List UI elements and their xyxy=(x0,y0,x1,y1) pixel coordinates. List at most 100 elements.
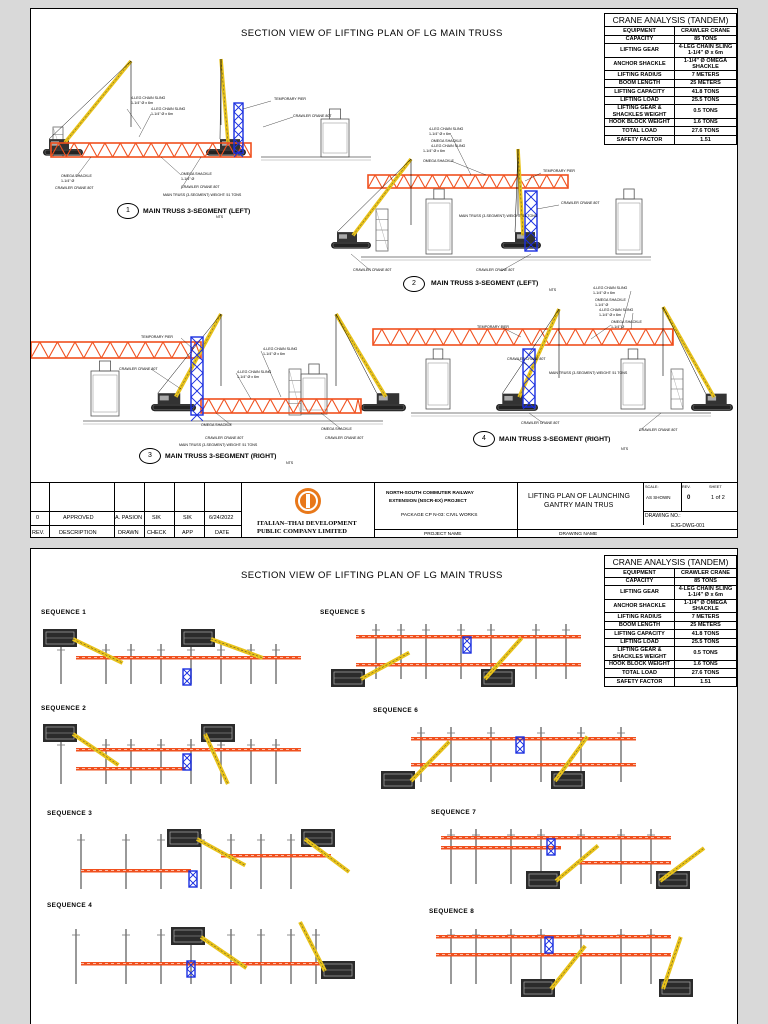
support-tower xyxy=(670,368,684,410)
drawing-no-value: EJG-DWG-001 xyxy=(671,523,705,529)
lifting-sequence-drawing xyxy=(43,624,706,997)
header-drawn: DRAWN xyxy=(118,530,139,536)
crane-table-caption: CRANE ANALYSIS (TANDEM) xyxy=(604,13,737,26)
sequence-label: SEQUENCE 4 xyxy=(47,902,93,909)
label-main-truss: MAIN TRUSS (3-SEGMENT) WEIGHT: 51 TONS xyxy=(549,371,628,375)
crane-table-value: 0.5 TONS xyxy=(674,646,737,661)
crawler-crane xyxy=(521,944,587,997)
leader-line xyxy=(630,312,634,330)
caption-number: 3 xyxy=(139,448,161,464)
leader-line xyxy=(350,253,372,272)
crane-table-value: 25.5 TONS xyxy=(674,637,737,648)
scale-value: AS SHOWN xyxy=(646,495,671,500)
leader-line xyxy=(638,412,662,432)
label-nts: NTS xyxy=(549,288,557,292)
drawing-no-label: DRAWING NO.: xyxy=(645,513,681,519)
leader-line xyxy=(500,326,522,338)
crane-table-value: 1.51 xyxy=(674,676,737,687)
crane-table-parameter: LIFTING RADIUS xyxy=(604,70,675,80)
crane-table-parameter: HOOK BLOCK WEIGHT xyxy=(604,117,675,128)
label-omega-shackle: OMEGA SHACKLE xyxy=(611,320,642,324)
rev-check: SIK xyxy=(152,515,161,521)
crawler-crane xyxy=(551,735,589,789)
label-crawler-crane: CRAWLER CRANE 80T xyxy=(119,367,158,371)
label-crawler-crane: CRAWLER CRANE 80T xyxy=(181,185,220,189)
crawler-crane xyxy=(206,58,246,156)
caption-text: MAIN TRUSS 3-SEGMENT (LEFT) xyxy=(431,280,539,287)
main-truss xyxy=(31,341,202,359)
label-omega-shackle: OMEGA SHACKLE xyxy=(61,174,92,178)
label-chain-sling-size: 1-1/4" Ø x 6m xyxy=(237,375,260,379)
rev-date: 6/24/2022 xyxy=(209,515,234,521)
sheet-label: SHEET xyxy=(709,485,722,489)
crane-table-parameter: TOTAL LOAD xyxy=(604,126,675,136)
drawing-sheet-2: SECTION VIEW OF LIFTING PLAN OF LG MAIN … xyxy=(30,548,738,1024)
leader-line xyxy=(450,134,472,176)
company-name-line1: ITALIAN–THAI DEVELOPMENT xyxy=(257,520,357,527)
temporary-pier xyxy=(524,190,538,252)
sequence-label: SEQUENCE 5 xyxy=(320,609,366,616)
drawing-title-line1: LIFTING PLAN OF LAUNCHING xyxy=(528,493,630,500)
sequence-label: SEQUENCE 3 xyxy=(47,810,93,817)
main-truss xyxy=(356,663,581,667)
crawler-crane xyxy=(659,936,693,997)
crane-table-caption: CRANE ANALYSIS (TANDEM) xyxy=(604,555,737,568)
crane-table-value: 25 METERS xyxy=(674,78,737,89)
main-truss xyxy=(76,656,301,660)
crawler-crane xyxy=(331,650,411,687)
crane-table-value: 85 TONS xyxy=(674,34,737,45)
crane-table-value: 1.51 xyxy=(674,134,737,145)
temporary-pier xyxy=(462,636,472,654)
crane-table-parameter: HOOK BLOCK WEIGHT xyxy=(604,659,675,670)
label-crawler-crane: CRAWLER CRANE 80T xyxy=(293,114,332,118)
crawler-crane xyxy=(501,148,541,249)
label-crawler-crane: CRAWLER CRANE 80T xyxy=(476,268,515,272)
label-main-truss: MAIN TRUSS (3-SEGMENT) WEIGHT: 51 TONS xyxy=(459,214,538,218)
leader-line xyxy=(138,113,152,138)
label-omega-size: 1-1/4" Ø xyxy=(181,177,195,181)
label-crawler-crane: CRAWLER CRANE 80T xyxy=(521,421,560,425)
sheet-value: 1 of 2 xyxy=(711,495,725,501)
leader-line xyxy=(620,290,632,330)
main-truss xyxy=(367,174,569,189)
crane-table-parameter: LIFTING GEAR xyxy=(604,43,675,58)
title-block: 0 APPROVED A. PASION SIK SIK 6/24/2022 R… xyxy=(31,482,737,537)
crane-table-parameter: LIFTING CAPACITY xyxy=(604,87,675,97)
drawing-title-line2: GANTRY MAIN TRUS xyxy=(544,502,614,509)
label-crawler-crane: CRAWLER CRANE 80T xyxy=(353,268,392,272)
temporary-pier xyxy=(182,753,192,771)
crane-table-parameter: BOOM LENGTH xyxy=(604,78,675,89)
sequence-label: SEQUENCE 2 xyxy=(41,705,87,712)
crane-table-value: CRAWLER CRANE xyxy=(674,568,737,578)
concrete-pier xyxy=(300,363,328,415)
crane-table-parameter: CAPACITY xyxy=(604,576,675,587)
label-omega-size: 1-1/4" Ø xyxy=(611,325,625,329)
label-crawler-crane: CRAWLER CRANE 80T xyxy=(507,357,546,361)
crane-table-parameter: SAFETY FACTOR xyxy=(604,676,675,687)
caption-number: 4 xyxy=(473,431,495,447)
label-chain-sling: 4-LEG CHAIN SLING xyxy=(237,370,272,374)
sheet-title: SECTION VIEW OF LIFTING PLAN OF LG MAIN … xyxy=(241,570,503,581)
crane-table-value: 25 METERS xyxy=(674,620,737,631)
leader-line xyxy=(126,108,142,130)
label-omega-size: 1-1/4" Ø xyxy=(595,303,609,307)
crawler-crane xyxy=(171,927,248,970)
lifting-plan-drawing xyxy=(31,58,733,432)
label-crawler-crane: CRAWLER CRANE 80T xyxy=(639,428,678,432)
label-omega-shackle: OMEGA SHACKLE xyxy=(321,427,352,431)
crane-table-parameter: LIFTING GEAR & SHACKLES WEIGHT xyxy=(604,646,675,661)
leader-line xyxy=(528,412,544,424)
crane-table-value: 85 TONS xyxy=(674,576,737,587)
crawler-crane xyxy=(43,59,133,156)
main-truss xyxy=(411,763,636,767)
leader-line xyxy=(450,160,487,176)
